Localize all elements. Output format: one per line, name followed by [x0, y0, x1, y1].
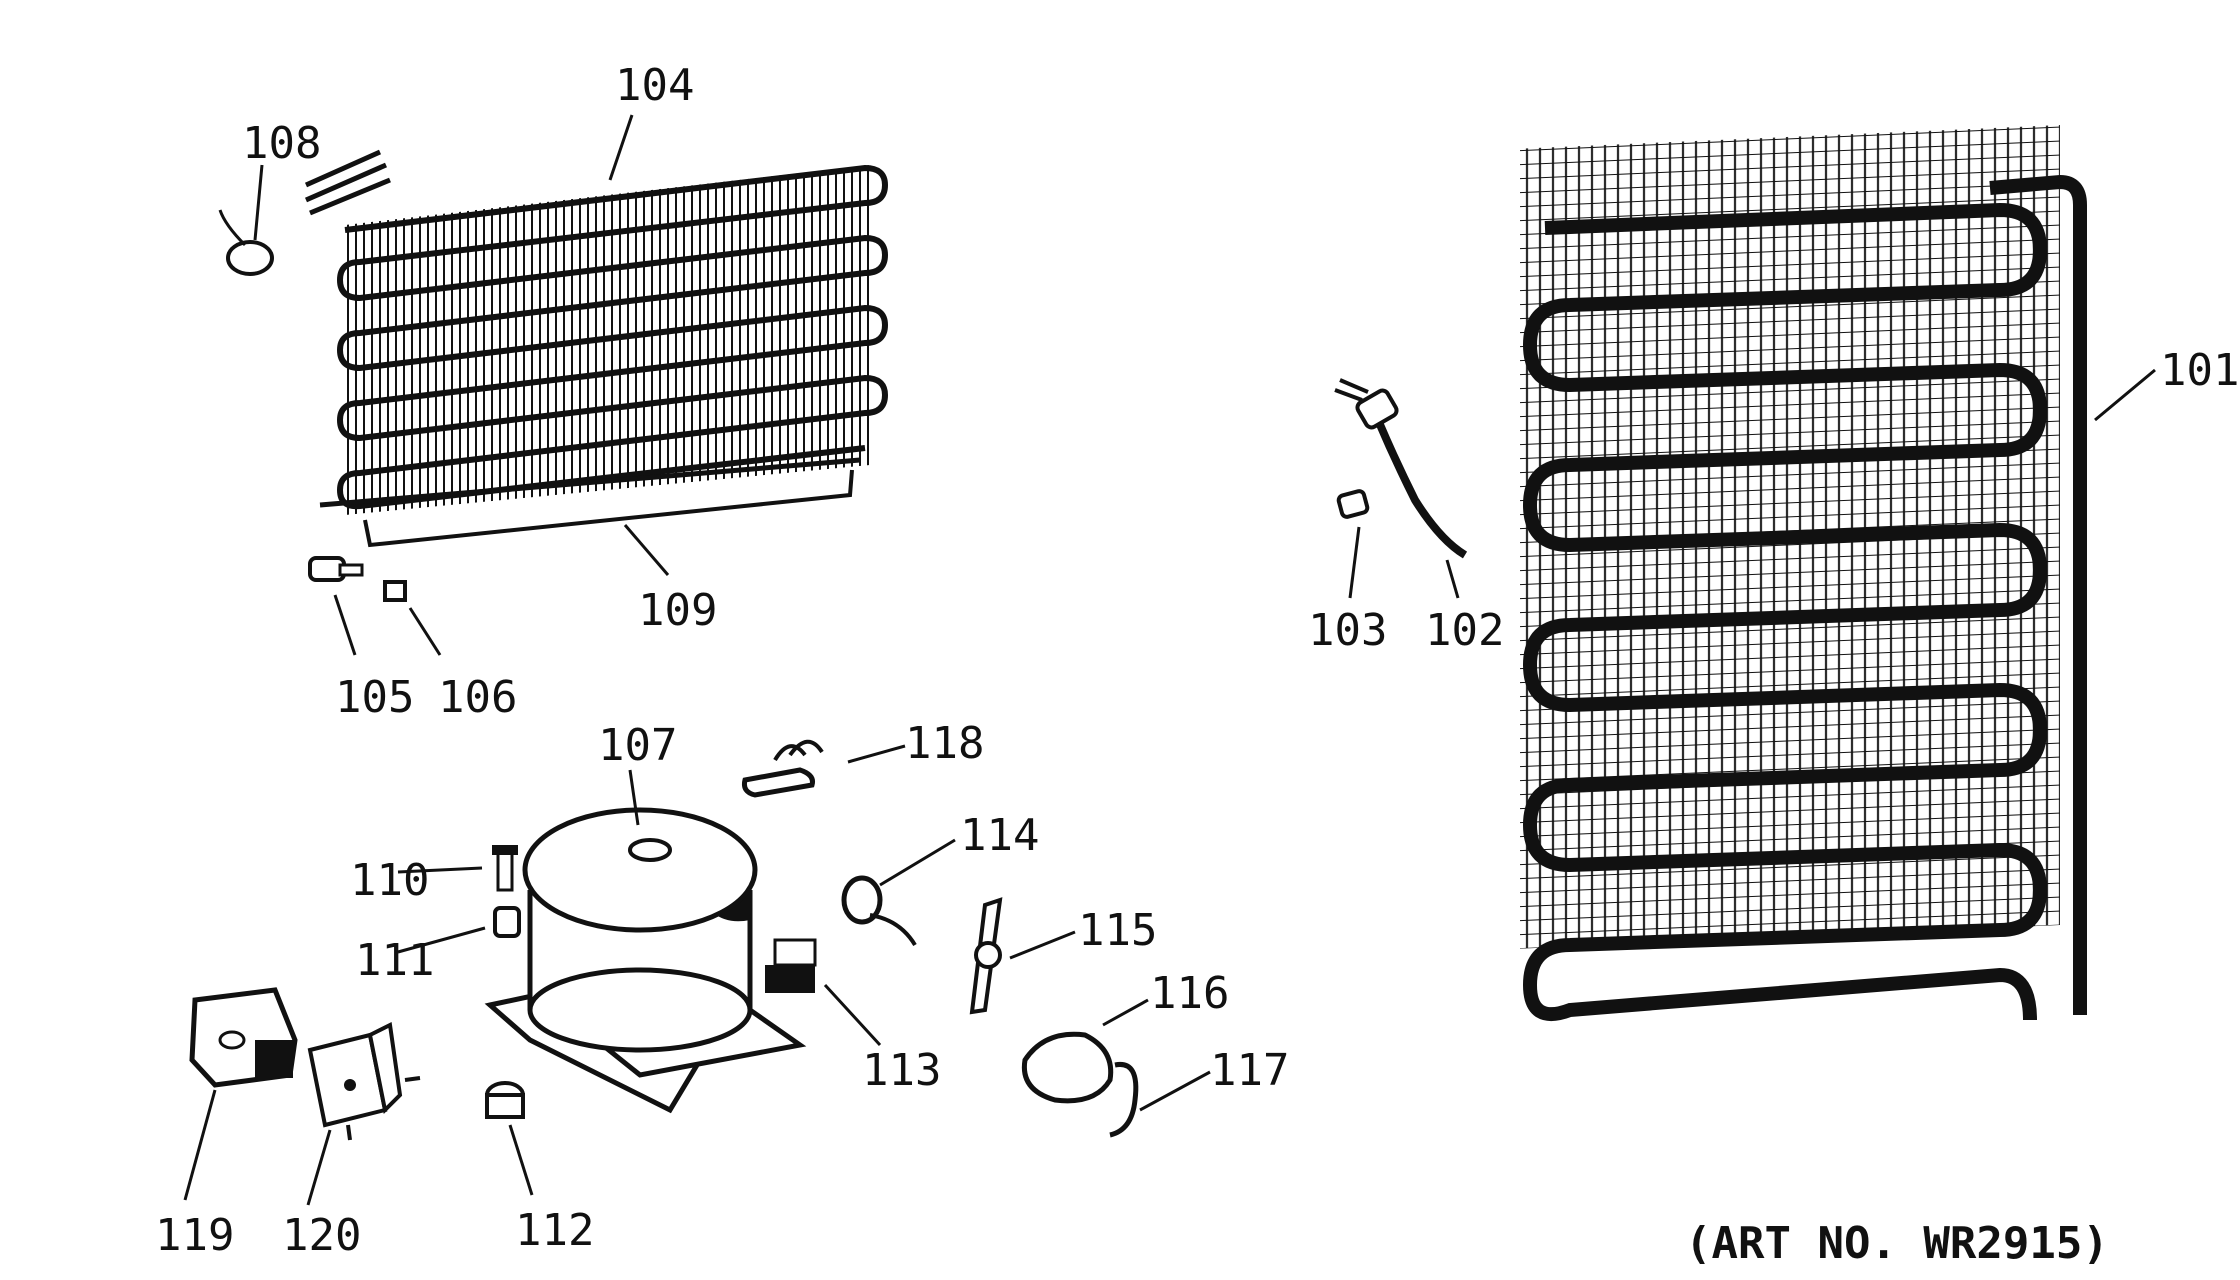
drain-trough-109 [363, 469, 854, 548]
thermostat-108 [218, 209, 274, 276]
callout-113: 113 [862, 1045, 941, 1096]
callout-109: 109 [638, 585, 717, 636]
callout-116: 116 [1150, 968, 1229, 1019]
callout-120: 120 [282, 1210, 361, 1261]
callout-115: 115 [1078, 905, 1157, 956]
heater-105 [308, 556, 364, 582]
bolt-110 [492, 845, 518, 892]
evaporator-104 [304, 149, 889, 515]
callout-102: 102 [1425, 605, 1504, 656]
clip-117 [1109, 1061, 1139, 1138]
relay-114 [841, 875, 917, 947]
valve-103 [1336, 489, 1370, 519]
callout-110: 110 [350, 855, 429, 906]
grommet-111 [493, 906, 521, 938]
callout-118: 118 [905, 718, 984, 769]
bracket-115 [969, 897, 1003, 1015]
callout-114: 114 [960, 810, 1039, 861]
plate-120 [307, 1021, 421, 1141]
retainer-106 [383, 580, 407, 602]
callout-119: 119 [155, 1210, 234, 1261]
clip-118 [742, 739, 824, 798]
cover-116 [1021, 1031, 1114, 1104]
grommet-112 [485, 1081, 525, 1119]
callout-117: 117 [1210, 1045, 1289, 1096]
callout-106: 106 [438, 672, 517, 723]
callout-112: 112 [515, 1205, 594, 1256]
condenser-101 [1520, 125, 2087, 1021]
callout-107: 107 [598, 720, 677, 771]
drier-102 [1334, 378, 1468, 559]
art-number: (ART NO. WR2915) [1685, 1218, 2109, 1269]
callout-108: 108 [242, 118, 321, 169]
callout-105: 105 [335, 672, 414, 723]
callout-111: 111 [355, 935, 434, 986]
callout-101: 101 [2160, 345, 2239, 396]
control-box-119 [189, 987, 298, 1088]
overload-113 [765, 938, 817, 993]
callout-104: 104 [615, 60, 694, 111]
callout-103: 103 [1308, 605, 1387, 656]
compressor-107 [484, 807, 807, 1114]
